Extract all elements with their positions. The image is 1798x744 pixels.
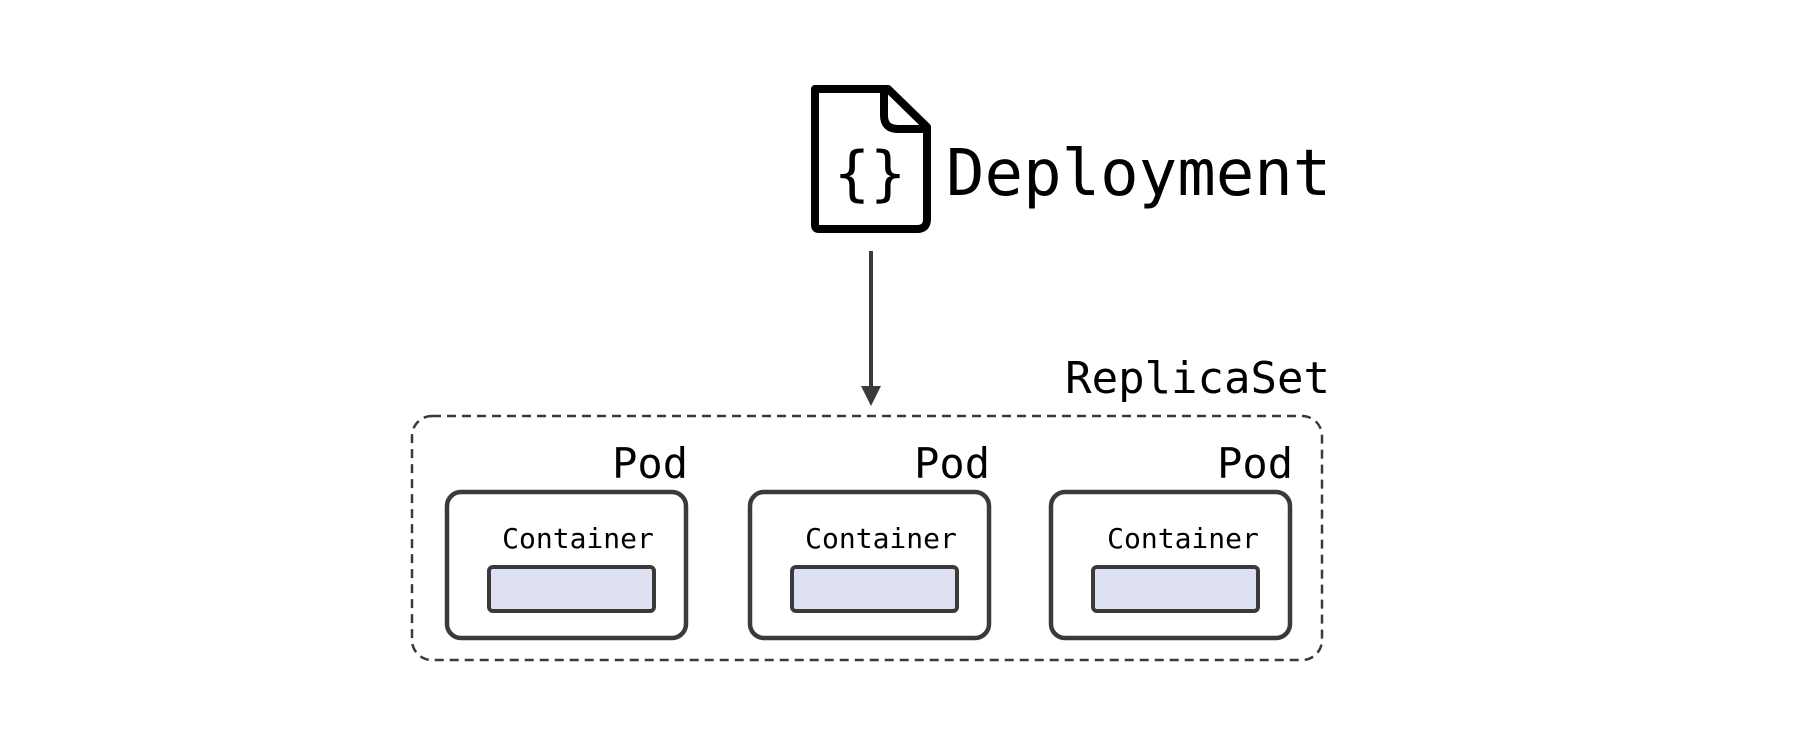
replicaset-label: ReplicaSet (1065, 353, 1330, 404)
pod-2: Pod Container (747, 439, 992, 641)
pod-label: Pod (612, 439, 688, 488)
braces-glyph: {} (834, 139, 906, 209)
pod-label: Pod (1217, 439, 1293, 488)
pod-3: Pod Container (1048, 439, 1293, 641)
deployment-label: Deployment (946, 137, 1331, 211)
pod-label: Pod (914, 439, 990, 488)
container-box (1091, 565, 1260, 613)
replicaset-boundary (410, 414, 1324, 662)
json-file-icon: {} (811, 85, 931, 233)
container-box (487, 565, 656, 613)
container-box (790, 565, 959, 613)
container-label: Container (1107, 522, 1259, 555)
deployment-to-replicaset-arrow (861, 251, 881, 406)
container-label: Container (502, 522, 654, 555)
pod-1: Pod Container (444, 439, 689, 641)
container-label: Container (805, 522, 957, 555)
